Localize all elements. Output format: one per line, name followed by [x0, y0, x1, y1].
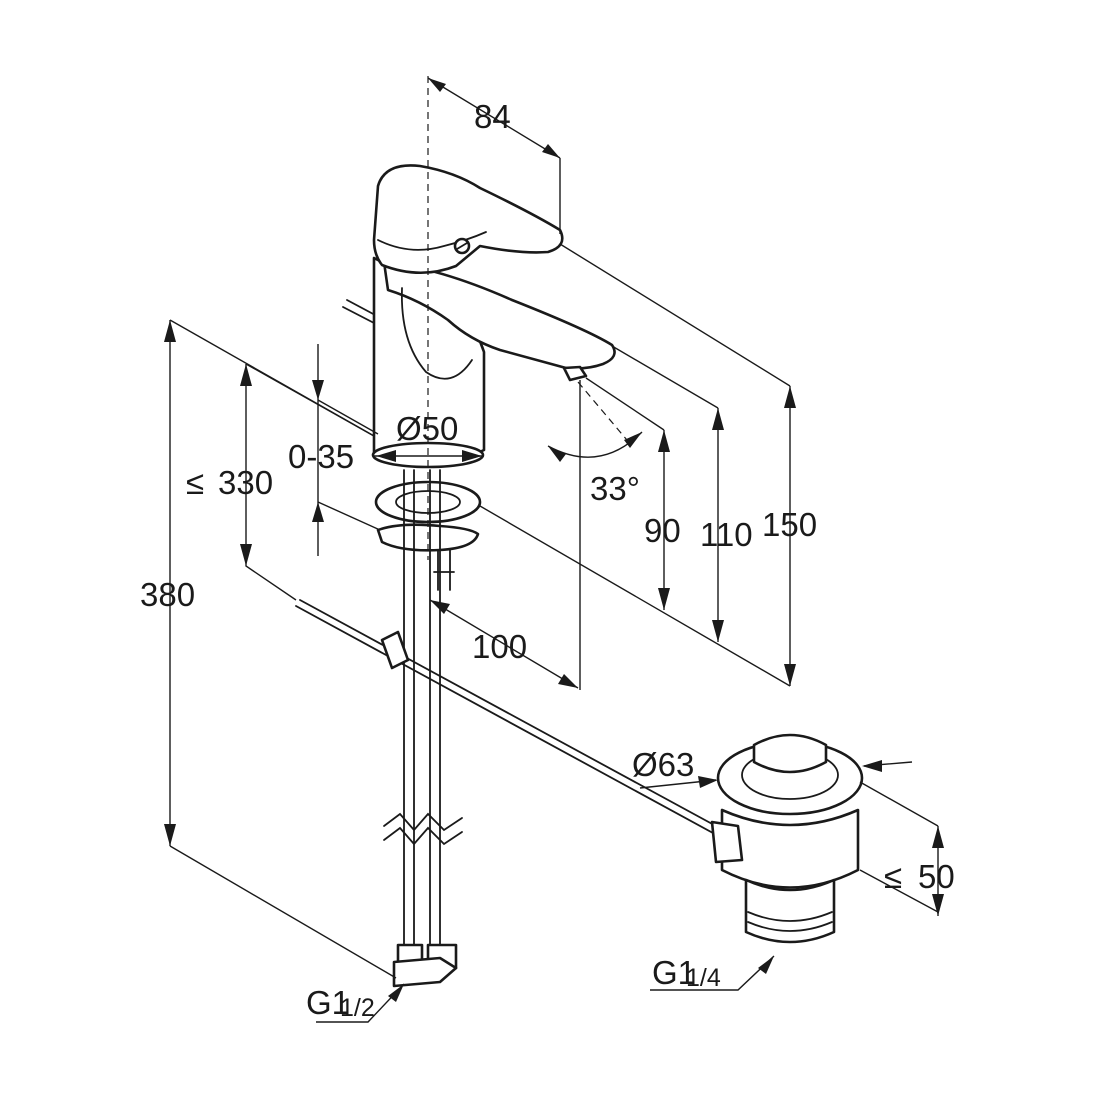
- dim-150-label: 150: [762, 506, 817, 543]
- supply-thread-arrow: [388, 984, 404, 1002]
- dim-380-base: [169, 845, 397, 979]
- drain-thread-fraction: 1/4: [686, 964, 721, 992]
- hose-break-mark: [383, 812, 463, 832]
- dim-90-arrow-top: [658, 430, 670, 452]
- base-plane-line-a: [479, 505, 791, 687]
- drain-assembly: [295, 599, 864, 944]
- supply-thread-fraction: 1/2: [340, 994, 375, 1022]
- dim-380-arrow-bottom: [164, 824, 176, 846]
- dim-380-extension: [169, 319, 375, 437]
- dim-50-arrow-top: [932, 826, 944, 848]
- dim-33deg-ray: [577, 381, 633, 447]
- dim-100-arrow-a: [430, 600, 450, 614]
- popup-lift-rod: [342, 299, 378, 324]
- supply-hose-right: [429, 469, 441, 946]
- drain-thread-main: G1: [652, 954, 696, 991]
- dim-150-arrow-bottom: [784, 664, 796, 686]
- dim-90-label: 90: [644, 512, 681, 549]
- faucet-assembly: [342, 164, 616, 469]
- dim-d63-arrow-b: [862, 760, 882, 772]
- dim-380-label: 380: [140, 576, 195, 613]
- spout: [382, 260, 616, 370]
- drain-thread: [747, 911, 833, 932]
- dim-84-arrow-a: [428, 78, 446, 92]
- dimension-lines: [164, 76, 944, 1023]
- dim-50-symbol: ≤: [884, 858, 902, 895]
- dim-84-label: 84: [474, 98, 511, 135]
- spout-underside: [400, 287, 473, 380]
- lever-handle: [372, 164, 564, 275]
- dim-d50-arrow-a: [376, 450, 396, 462]
- dim-110-arrow-bottom: [712, 620, 724, 642]
- supply-connector-nut: [392, 956, 458, 988]
- dim-100-line: [429, 599, 579, 689]
- dim-100-arrow-b: [558, 674, 578, 688]
- supply-thread-main: G1: [306, 984, 350, 1021]
- dim-33deg-label: 33°: [590, 470, 640, 507]
- dim-150-arrow-top: [784, 386, 796, 408]
- dim-110-label: 110: [700, 516, 753, 553]
- dim-100-label: 100: [472, 628, 527, 665]
- dim-d63-arrow-a: [698, 776, 718, 788]
- lever-screw-slot: [456, 242, 468, 250]
- dim-d50-label: Ø50: [396, 410, 458, 447]
- dim-50-extension: [859, 781, 939, 913]
- dim-33deg-arrow-a: [548, 446, 566, 462]
- dim-330-arrow-top: [240, 364, 252, 386]
- base-flange: [371, 441, 485, 469]
- dim-84-arrow-b: [542, 144, 560, 158]
- dim-0-35-arrow-top: [312, 380, 324, 400]
- dim-84-line: [427, 77, 561, 234]
- popup-pull-rod: [295, 599, 739, 846]
- dim-110-arrow-top: [712, 408, 724, 430]
- dim-d63-label: Ø63: [632, 746, 694, 783]
- dim-330-label: 330: [218, 464, 273, 501]
- dim-90-arrow-bottom: [658, 588, 670, 610]
- hose-break-mark-2: [383, 826, 463, 846]
- drain-plug-cap: [752, 733, 828, 774]
- lever-underside: [377, 231, 487, 251]
- dim-d50-arrow-b: [462, 450, 482, 462]
- dim-90-extension: [585, 377, 665, 431]
- dim-330-symbol: ≤: [186, 464, 204, 501]
- dim-0-35-arrow-bottom: [312, 502, 324, 522]
- drain-tailpiece: [744, 878, 836, 944]
- dim-0-35-label: 0-35: [288, 438, 354, 475]
- dim-50-label: 50: [918, 858, 955, 895]
- dim-110-extension: [611, 345, 719, 409]
- aerator: [562, 365, 588, 382]
- drain-thread-arrow: [758, 956, 774, 974]
- dim-33deg-arrow-b: [624, 432, 642, 448]
- dim-380-arrow-top: [164, 320, 176, 342]
- dim-50-arrow-bottom: [932, 894, 944, 916]
- dim-330-arrow-bottom: [240, 544, 252, 566]
- rod-clamp: [380, 630, 410, 670]
- supply-hose-left: [403, 469, 415, 946]
- drain-body: [720, 808, 860, 889]
- drain-rod-joint: [710, 820, 744, 864]
- dim-0-35-extension: [317, 501, 381, 531]
- dimension-labels: 84 150 110 90 Ø50 0-35 ≤ 330 380 100 33°…: [140, 98, 955, 1022]
- dim-150-extension: [559, 243, 791, 387]
- mounting-stud: [433, 549, 455, 591]
